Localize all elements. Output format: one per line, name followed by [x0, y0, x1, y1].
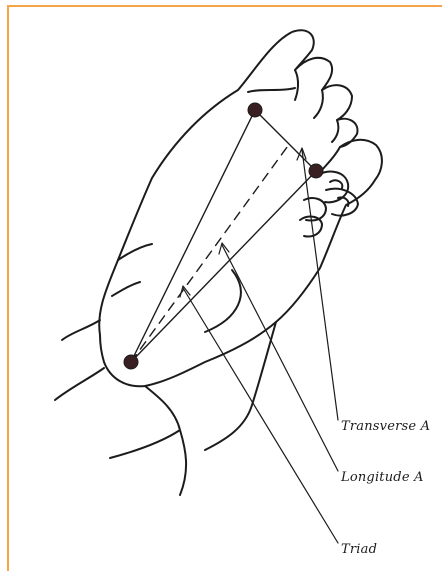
heel-point [124, 355, 138, 369]
big-toe-point [248, 103, 262, 117]
label-transverse: Transverse A [341, 419, 430, 434]
pointer-longitude [222, 245, 338, 471]
toe-crease [322, 147, 340, 170]
arch-contour [112, 244, 152, 296]
ankle-contour [62, 320, 100, 340]
ankle-contour [55, 368, 104, 400]
triad-line-heel-to-big-toe [131, 110, 255, 362]
toe-crease [248, 88, 295, 92]
triad-line-little-toe-to-heel [131, 171, 316, 362]
triad-line-big-toe-to-little-toe [255, 110, 316, 171]
toe-crease [295, 70, 298, 100]
label-triad: Triad [341, 542, 377, 557]
foot-outline [99, 30, 382, 386]
little-toe-point [309, 164, 323, 178]
pointer-triad [183, 288, 338, 543]
leg-contour [110, 386, 186, 495]
toe-crease [314, 90, 323, 118]
label-longitude: Longitude A [341, 470, 424, 485]
toe-crease [332, 120, 338, 142]
